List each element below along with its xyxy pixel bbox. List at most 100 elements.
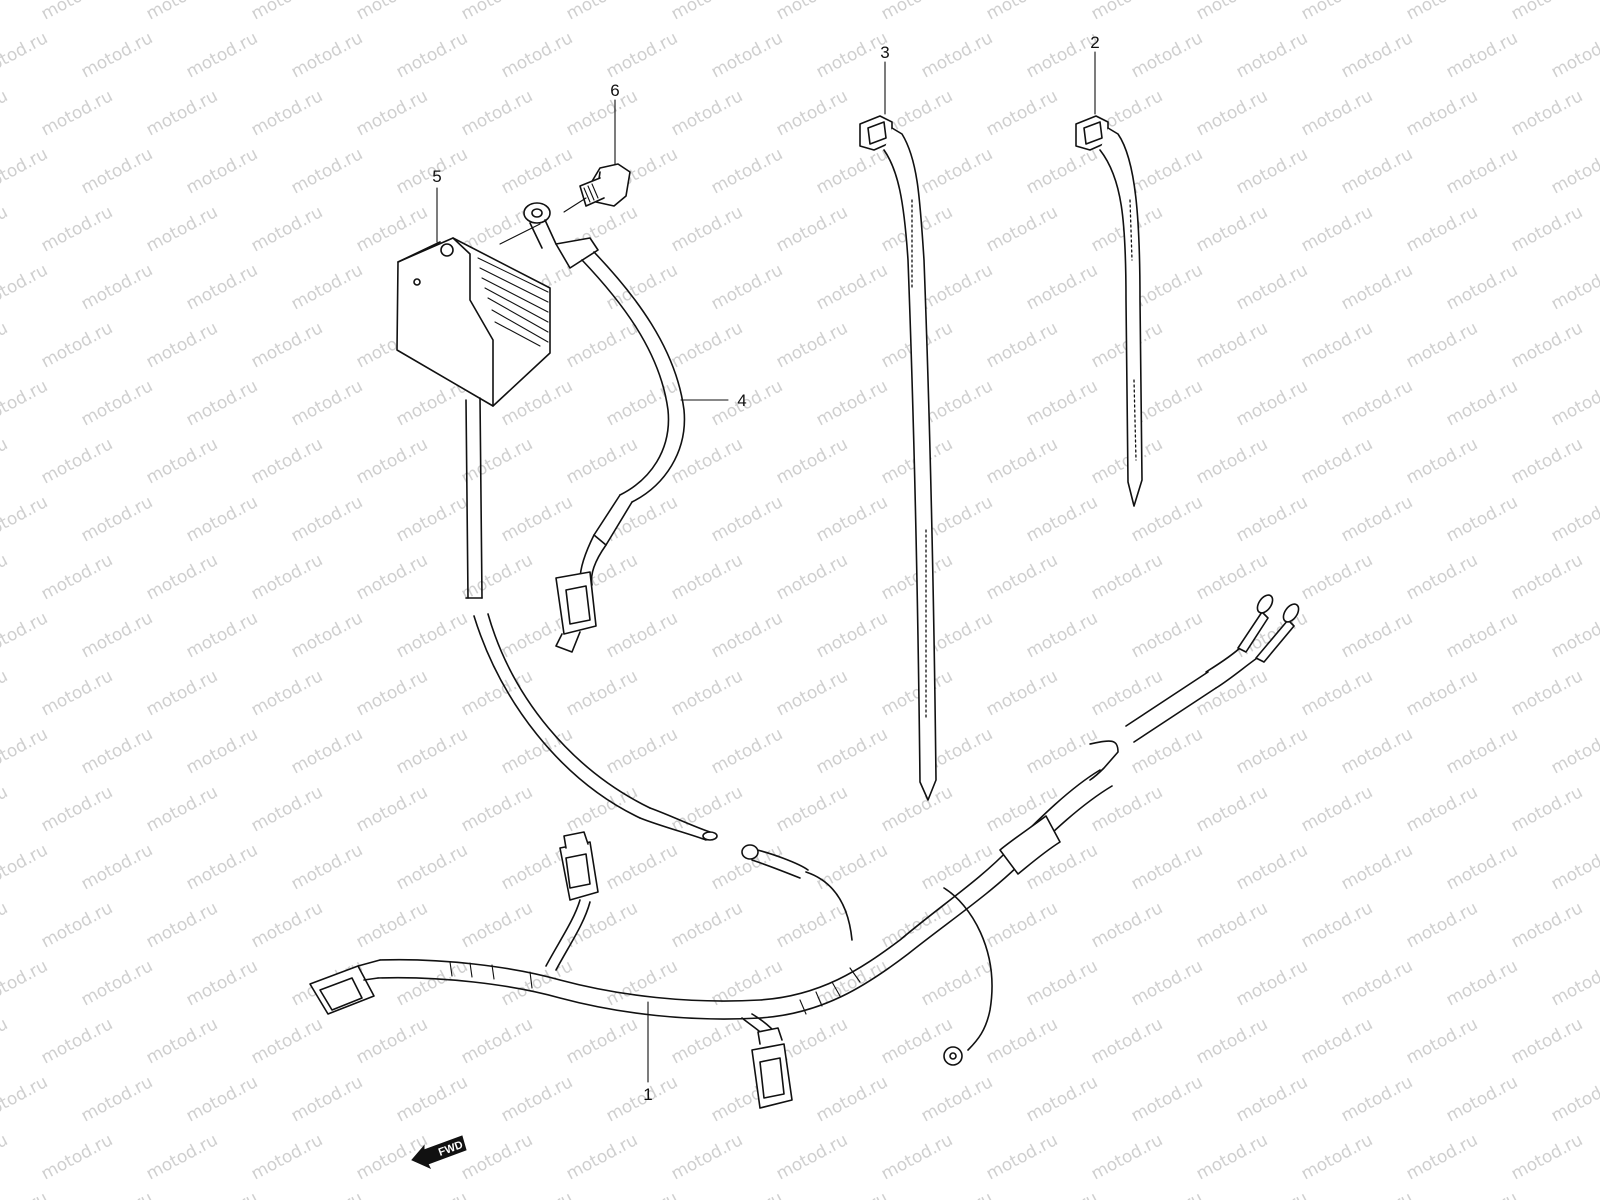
cable-tie-long — [859, 115, 937, 801]
watermark-text: motod.ru — [983, 202, 1061, 256]
watermark-text: motod.ru — [878, 666, 956, 720]
watermark-text: motod.ru — [78, 260, 156, 314]
watermark-text: motod.ru — [1338, 1072, 1416, 1126]
watermark-text: motod.ru — [1023, 724, 1101, 778]
watermark-text: motod.ru — [603, 724, 681, 778]
watermark-text: motod.ru — [288, 1188, 366, 1200]
watermark-text: motod.ru — [143, 318, 221, 372]
watermark-text: motod.ru — [918, 840, 996, 894]
watermark-text: motod.ru — [38, 666, 116, 720]
watermark-text: motod.ru — [38, 318, 116, 372]
watermark-text: motod.ru — [1193, 318, 1271, 372]
watermark-text: motod.ru — [1403, 666, 1481, 720]
watermark-text: motod.ru — [183, 1072, 261, 1126]
watermark-text: motod.ru — [458, 434, 536, 488]
watermark-text: motod.ru — [603, 28, 681, 82]
watermark-text: motod.ru — [1548, 724, 1600, 778]
watermark-text: motod.ru — [1338, 956, 1416, 1010]
watermark-text: motod.ru — [38, 898, 116, 952]
watermark-text: motod.ru — [1298, 0, 1376, 24]
watermark-text: motod.ru — [248, 1014, 326, 1068]
watermark-text: motod.ru — [983, 550, 1061, 604]
watermark-text: motod.ru — [603, 1072, 681, 1126]
watermark-text: motod.ru — [1128, 1188, 1206, 1200]
watermark-text: motod.ru — [1548, 492, 1600, 546]
watermark-text: motod.ru — [1298, 782, 1376, 836]
watermark-text: motod.ru — [983, 1014, 1061, 1068]
watermark-text: motod.ru — [1508, 550, 1586, 604]
watermark-text: motod.ru — [0, 1188, 51, 1200]
watermark-text: motod.ru — [353, 550, 431, 604]
watermark-text: motod.ru — [183, 28, 261, 82]
watermark-text: motod.ru — [1193, 0, 1271, 24]
watermark-text: motod.ru — [1548, 144, 1600, 198]
watermark-text: motod.ru — [1233, 260, 1311, 314]
watermark-text: motod.ru — [773, 318, 851, 372]
watermark-text: motod.ru — [1233, 956, 1311, 1010]
watermark-text: motod.ru — [498, 492, 576, 546]
watermark-text: motod.ru — [918, 28, 996, 82]
watermark-text: motod.ru — [668, 0, 746, 24]
watermark-text: motod.ru — [773, 0, 851, 24]
watermark-text: motod.ru — [143, 782, 221, 836]
watermark-text: motod.ru — [563, 318, 641, 372]
watermark-text: motod.ru — [0, 144, 51, 198]
watermark-text: motod.ru — [1338, 840, 1416, 894]
watermark-text: motod.ru — [78, 1188, 156, 1200]
watermark-text: motod.ru — [878, 782, 956, 836]
watermark-text: motod.ru — [813, 608, 891, 662]
watermark-text: motod.ru — [1298, 1130, 1376, 1184]
watermark-text: motod.ru — [458, 1130, 536, 1184]
watermark-text: motod.ru — [38, 434, 116, 488]
watermark-text: motod.ru — [983, 898, 1061, 952]
watermark-text: motod.ru — [1298, 550, 1376, 604]
watermark-text: motod.ru — [1443, 28, 1521, 82]
watermark-text: motod.ru — [813, 724, 891, 778]
watermark-text: motod.ru — [1508, 86, 1586, 140]
watermark-text: motod.ru — [1128, 1072, 1206, 1126]
watermark-text: motod.ru — [1193, 86, 1271, 140]
watermark-text: motod.ru — [1023, 1072, 1101, 1126]
watermark-text: motod.ru — [458, 1014, 536, 1068]
watermark-text: motod.ru — [353, 666, 431, 720]
watermark-text: motod.ru — [288, 724, 366, 778]
watermark-text: motod.ru — [668, 898, 746, 952]
watermark-text: motod.ru — [1023, 260, 1101, 314]
watermark-text: motod.ru — [773, 1130, 851, 1184]
watermark-text: motod.ru — [183, 376, 261, 430]
watermark-text: motod.ru — [393, 608, 471, 662]
callout-4: 4 — [737, 391, 746, 410]
watermark-text: motod.ru — [668, 550, 746, 604]
watermark-text: motod.ru — [1023, 608, 1101, 662]
ground-lead-wire — [499, 202, 686, 653]
watermark-text: motod.ru — [78, 144, 156, 198]
watermark-text: motod.ru — [1548, 608, 1600, 662]
watermark-text: motod.ru — [563, 1130, 641, 1184]
watermark-text: motod.ru — [288, 1072, 366, 1126]
watermark-text: motod.ru — [1338, 492, 1416, 546]
watermark-text: motod.ru — [1403, 898, 1481, 952]
watermark-text: motod.ru — [498, 28, 576, 82]
watermark-text: motod.ru — [563, 782, 641, 836]
callout-6: 6 — [610, 81, 619, 100]
watermark-text: motod.ru — [1193, 550, 1271, 604]
watermark-text: motod.ru — [1443, 492, 1521, 546]
watermark-text: motod.ru — [393, 492, 471, 546]
watermark-text: motod.ru — [183, 608, 261, 662]
watermark-text: motod.ru — [38, 782, 116, 836]
watermark-text: motod.ru — [393, 1072, 471, 1126]
watermark-text: motod.ru — [183, 144, 261, 198]
watermark-text: motod.ru — [1233, 376, 1311, 430]
watermark-text: motod.ru — [0, 840, 51, 894]
watermark-text: motod.ru — [78, 724, 156, 778]
watermark-text: motod.ru — [1403, 1014, 1481, 1068]
watermark-text: motod.ru — [1548, 260, 1600, 314]
watermark-text: motod.ru — [183, 840, 261, 894]
watermark-text: motod.ru — [1508, 782, 1586, 836]
watermark-text: motod.ru — [773, 86, 851, 140]
watermark-text: motod.ru — [563, 0, 641, 24]
watermark-text: motod.ru — [1548, 956, 1600, 1010]
watermark-text: motod.ru — [248, 1130, 326, 1184]
watermark-text: motod.ru — [1443, 956, 1521, 1010]
